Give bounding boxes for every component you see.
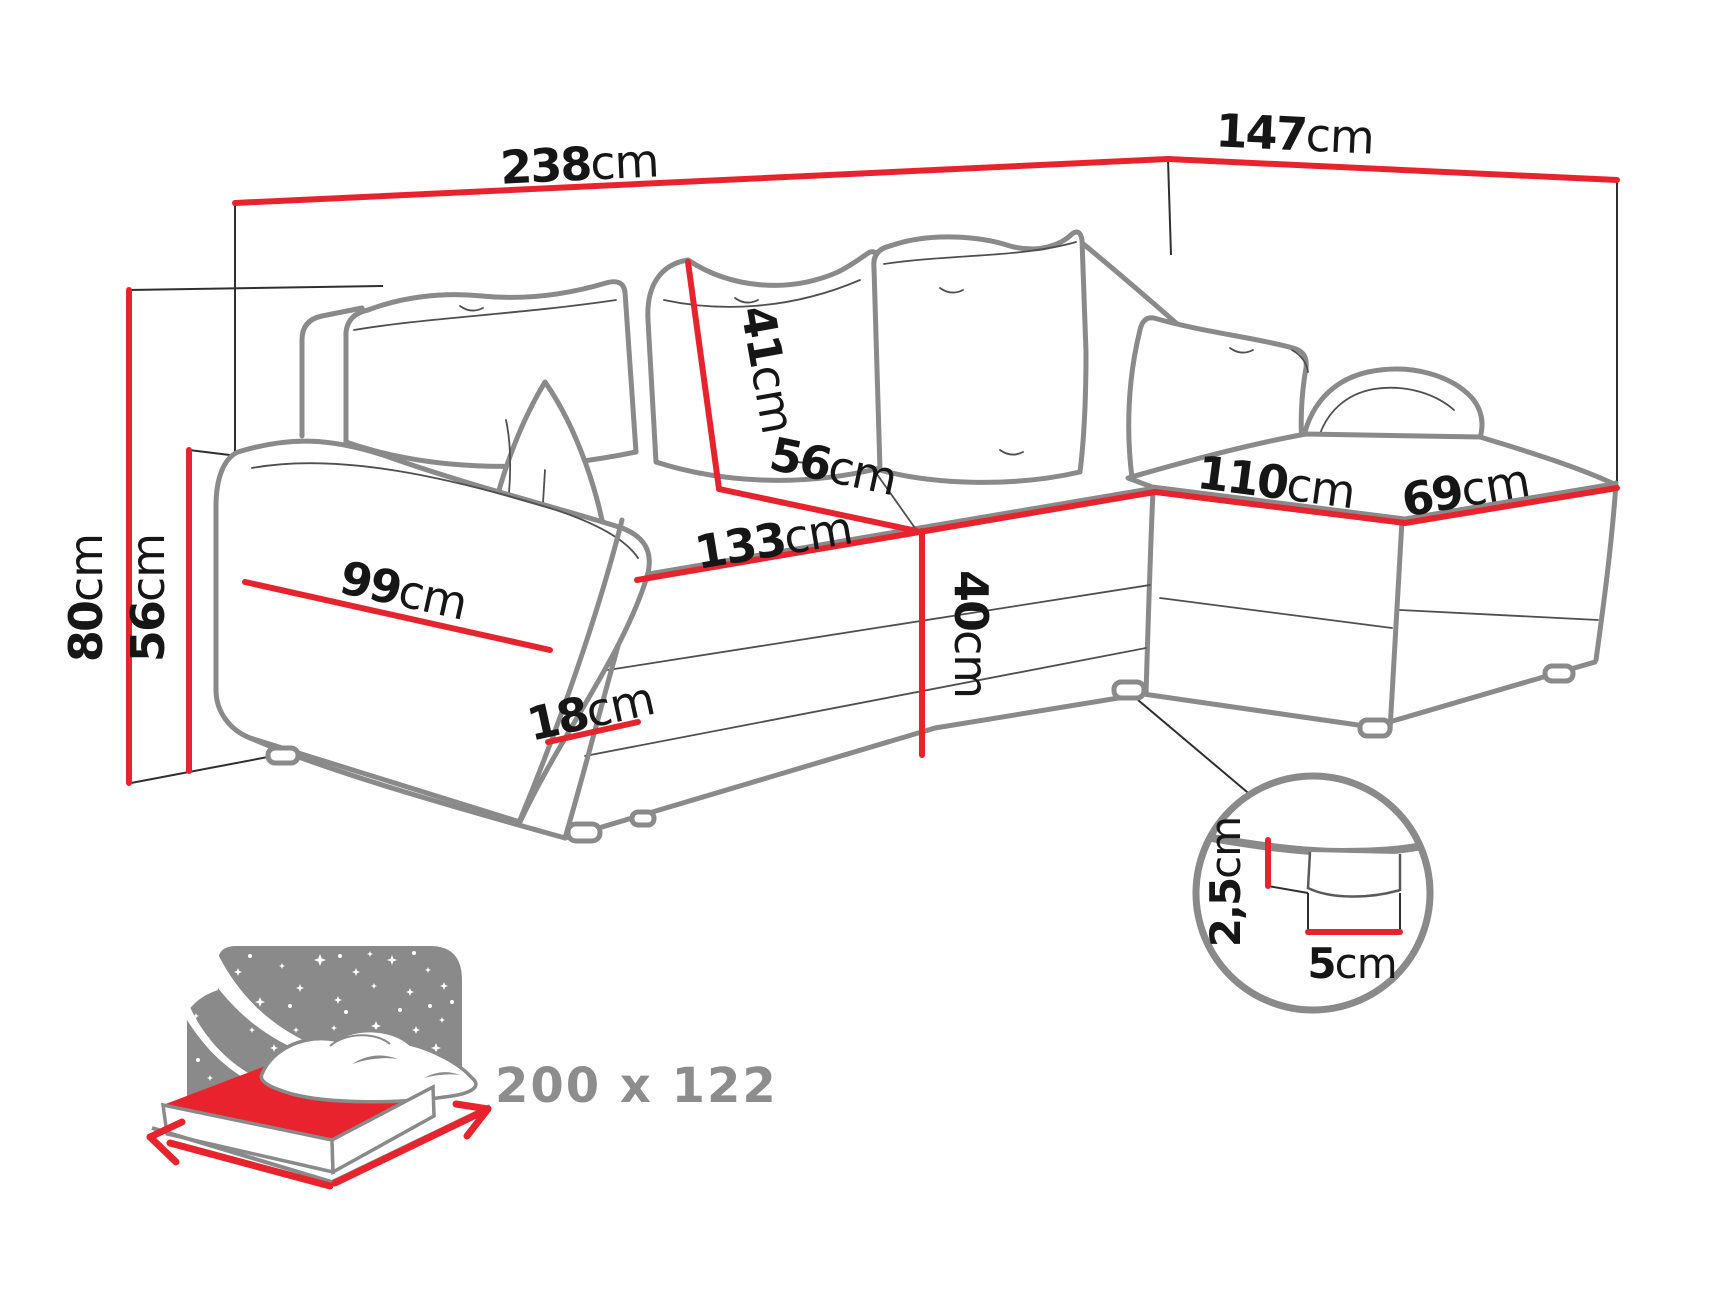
label-leg-height: 2,5cm: [1201, 817, 1250, 947]
sofa-illustration: [213, 229, 1619, 844]
label-chaise-width: 69cm: [1398, 453, 1533, 527]
back-pillow-middle: [645, 249, 883, 483]
chaise-cushion: [1125, 431, 1617, 522]
label-back-cushion-height: 41cm: [730, 301, 805, 437]
label-overall-width: 238cm: [499, 133, 660, 194]
label-backrest-height: 56cm: [121, 534, 175, 662]
dim-line-seat-depth: [716, 486, 920, 534]
label-overall-depth: 147cm: [1214, 103, 1375, 164]
label-overall-height: 80cm: [59, 534, 113, 662]
bed-size-arrows: [146, 1100, 492, 1190]
sofa-bed-icon: 200 x 122: [146, 946, 778, 1190]
label-seat-depth: 56cm: [765, 427, 902, 506]
back-pillow-left: [343, 279, 639, 469]
label-seat-width: 133cm: [691, 501, 856, 580]
sofa-feet: [265, 663, 1576, 844]
dim-line-chaise-width: [1402, 485, 1620, 526]
seat-front-edge: [634, 485, 1158, 579]
foot: [565, 821, 603, 844]
foot-detail-source: [1111, 679, 1147, 701]
sofa-bottom-edge: [562, 691, 1146, 841]
foot: [1542, 663, 1576, 684]
chaise-armrest: [1299, 366, 1485, 449]
label-chaise-length: 110cm: [1194, 445, 1358, 519]
dim-line-armrest-front-width: [545, 719, 641, 745]
dim-line-seat-width: [634, 489, 1158, 583]
dim-line-chaise-length: [1152, 489, 1408, 526]
back-pillow-right: [871, 229, 1089, 485]
dim-line-overall-width: [232, 156, 1171, 206]
blanket: [259, 1029, 478, 1104]
dim-line-overall-depth: [1165, 156, 1620, 183]
foot: [1357, 717, 1393, 739]
dim-line-back-cushion-height: [685, 259, 722, 492]
extension-lines: [128, 158, 1618, 798]
foot: [265, 745, 301, 766]
label-seat-height: 40cm: [944, 570, 998, 698]
label-leg-width: 5cm: [1307, 939, 1396, 988]
foot: [629, 809, 657, 828]
sofa-back-panel: [299, 305, 365, 439]
sleeping-area-label: 200 x 122: [495, 1058, 778, 1114]
dimension-lines: [126, 156, 1620, 935]
dimension-labels: 238cm 147cm 80cm 56cm 41cm 56cm 133cm 11…: [59, 103, 1533, 988]
leg-detail-circle: [1192, 772, 1434, 1014]
dim-line-armrest-length: [242, 579, 553, 653]
